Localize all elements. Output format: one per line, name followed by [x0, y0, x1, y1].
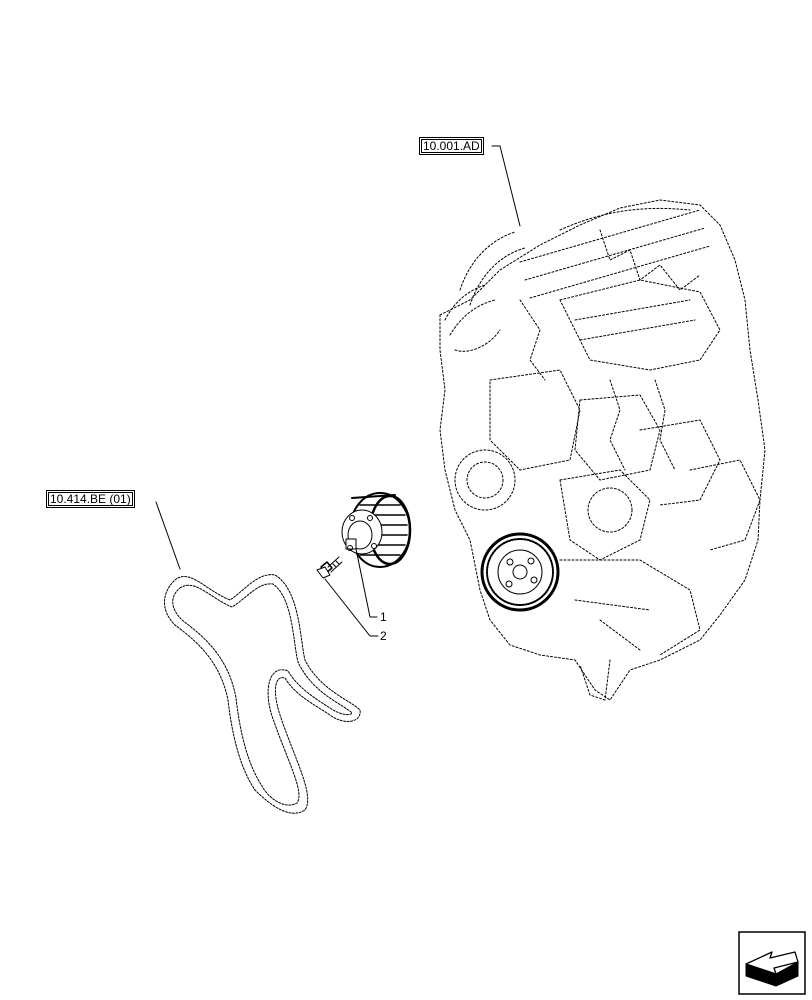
- belt-reference-label[interactable]: 10.414.BE (01): [46, 490, 135, 508]
- screw: [316, 556, 343, 579]
- engine-assembly: [439, 199, 766, 701]
- engine-reference-label[interactable]: 10.001.AD: [419, 137, 484, 155]
- callout-2-label: 2: [380, 629, 387, 643]
- pump-pulley: [341, 492, 412, 568]
- crankshaft-pulley: [480, 532, 560, 612]
- callout-1-label: 1: [380, 610, 387, 624]
- leader-lines: [155, 145, 521, 637]
- next-page-arrow-icon[interactable]: [738, 931, 806, 995]
- drive-belt: [164, 574, 361, 814]
